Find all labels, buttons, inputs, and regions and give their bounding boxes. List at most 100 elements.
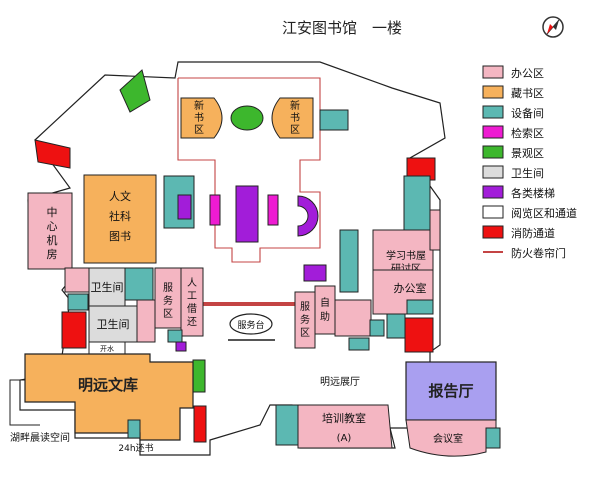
legend-item: 消防通道 xyxy=(482,225,555,240)
equipment-room-east-bottom xyxy=(386,313,406,339)
fire-exit-west xyxy=(34,139,71,169)
legend-item: 检索区 xyxy=(482,125,544,140)
office-block-west-top xyxy=(64,267,90,293)
label-baogao: 报告厅 xyxy=(428,382,473,400)
legend-item: 景观区 xyxy=(482,145,544,160)
stairs-east xyxy=(303,264,327,282)
legend-label: 各类楼梯 xyxy=(511,186,555,200)
legend-swatch xyxy=(482,125,504,139)
fire-shutter-frame xyxy=(177,77,321,263)
legend-item: 各类楼梯 xyxy=(482,185,555,200)
landscape-zone-center xyxy=(230,105,264,131)
label-fuwu-right: 服务区 xyxy=(300,301,310,339)
equipment-room-south-east-small xyxy=(348,337,370,351)
label-renwen: 人文社科图书 xyxy=(109,189,131,243)
office-block-west-side xyxy=(136,299,156,343)
new-book-area-left xyxy=(180,97,223,139)
legend-swatch xyxy=(482,185,504,199)
equipment-room-east-top xyxy=(403,175,431,231)
legend-item: 阅览区和通道 xyxy=(482,205,577,220)
legend-label: 卫生间 xyxy=(511,166,544,180)
mingyuan-library xyxy=(24,353,194,441)
label-fuwutai: 服务台 xyxy=(237,319,264,331)
legend-label: 阅览区和通道 xyxy=(511,206,577,220)
label-weisheng-1: 卫生间 xyxy=(91,280,124,294)
label-fuwu-left: 服务区 xyxy=(163,282,173,320)
label-kaishui: 开水 xyxy=(100,344,114,353)
legend-swatch xyxy=(482,105,504,119)
stairs-center xyxy=(235,185,259,243)
legend-item: 办公区 xyxy=(482,65,544,80)
lakeside-reading-outline xyxy=(9,379,40,426)
search-area-left xyxy=(209,194,221,226)
label-mingyuan-ku: 明远文库 xyxy=(78,376,138,394)
legend-item: 卫生间 xyxy=(482,165,544,180)
label-huiyi: 会议室 xyxy=(433,432,463,445)
legend-label: 检索区 xyxy=(511,126,544,140)
manual-loan-desk xyxy=(180,267,204,337)
equipment-room-small-left xyxy=(167,329,183,343)
legend-swatch xyxy=(482,145,504,159)
service-desk xyxy=(229,313,273,335)
legend-swatch xyxy=(482,85,504,99)
study-room xyxy=(372,229,434,271)
legend-label: 设备间 xyxy=(511,106,544,120)
legend-label: 消防通道 xyxy=(511,226,555,240)
fire-exit-south xyxy=(193,405,207,443)
central-machine-room xyxy=(27,192,73,270)
legend-label: 景观区 xyxy=(511,147,544,160)
legend-label: 办公区 xyxy=(511,67,544,80)
self-service-area xyxy=(314,285,336,335)
equipment-room-west xyxy=(124,267,154,301)
restroom-1 xyxy=(88,267,126,307)
landscape-zone-nw xyxy=(119,69,151,113)
equipment-room-training xyxy=(275,404,299,446)
label-xinshu-right: 新书区 xyxy=(290,99,300,136)
label-zizhu: 自助 xyxy=(320,296,330,323)
legend-swatch xyxy=(482,165,504,179)
stairs-left xyxy=(177,194,192,220)
compass-icon xyxy=(542,16,564,38)
humanities-stacks xyxy=(83,174,157,264)
equipment-room-west-2 xyxy=(67,293,89,311)
legend-item: 藏书区 xyxy=(482,85,544,100)
legend-item: 防火卷帘门 xyxy=(483,246,566,260)
landscape-zone-sw xyxy=(192,359,206,393)
label-xinshu-left: 新书区 xyxy=(194,99,204,136)
map-title: 江安图书馆 一楼 xyxy=(282,19,402,37)
equipment-room-ne-small xyxy=(319,109,349,131)
label-hupan: 湖畔晨读空间 xyxy=(10,431,70,444)
training-classroom xyxy=(297,404,393,449)
legend-item: 设备间 xyxy=(482,105,544,120)
legend-swatch xyxy=(482,205,504,219)
label-huanshu: 24h还书 xyxy=(118,442,153,454)
search-area-right xyxy=(267,194,279,226)
fire-exit-mid-east xyxy=(404,317,434,353)
stairs-small-left xyxy=(175,341,187,352)
office-block-east-top xyxy=(429,209,441,251)
spiral-stairs xyxy=(297,195,319,237)
legend-swatch xyxy=(482,65,504,79)
label-mingyuan-ting: 明远展厅 xyxy=(320,376,360,388)
equipment-room-mid-east xyxy=(339,229,359,293)
equipment-room-meeting xyxy=(485,427,501,449)
label-bangong: 办公室 xyxy=(394,281,427,295)
book-return-24h-machine xyxy=(127,419,141,439)
service-area-left xyxy=(154,267,182,329)
legend-swatch xyxy=(482,225,504,239)
equipment-room-east-mid xyxy=(369,319,385,337)
equipment-room-office xyxy=(406,299,434,315)
label-zhongxin-jifang: 中心机房 xyxy=(47,206,58,261)
label-weisheng-2: 卫生间 xyxy=(97,317,130,331)
fire-exit-mid-west xyxy=(61,311,87,349)
label-rengong: 人工借还 xyxy=(187,277,197,328)
label-peixun-sub: (A) xyxy=(337,433,352,444)
legend-label: 藏书区 xyxy=(511,87,544,100)
office-block-mid-east xyxy=(334,299,372,337)
label-peixun: 培训教室 xyxy=(322,411,366,425)
new-book-area-right xyxy=(271,97,314,139)
legend-label: 防火卷帘门 xyxy=(511,246,566,260)
